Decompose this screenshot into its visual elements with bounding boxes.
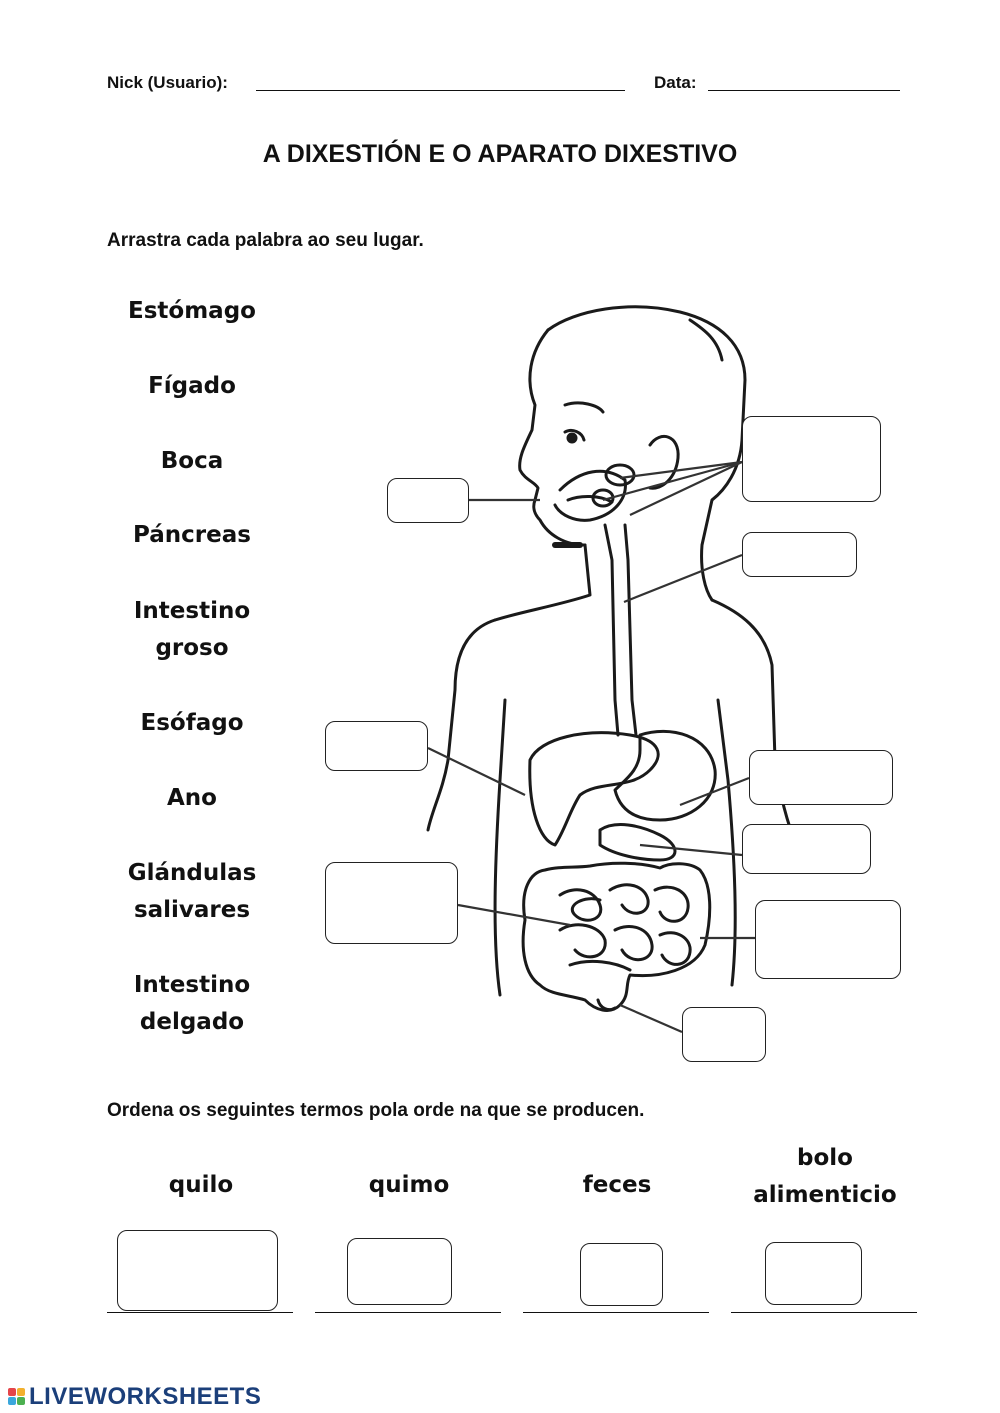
- pancreas: [598, 823, 677, 862]
- drop-box-pancreas[interactable]: [742, 824, 871, 874]
- drop-box-stomach[interactable]: [749, 750, 893, 805]
- leader-line-small-intestine: [457, 903, 571, 927]
- order-box-4[interactable]: [765, 1242, 862, 1305]
- leader-line-salivary-3: [629, 461, 743, 516]
- word-boca[interactable]: Boca: [160, 448, 224, 474]
- neck-front: [493, 543, 592, 622]
- anus: [596, 998, 617, 1012]
- word-esofago[interactable]: Esófago: [140, 710, 244, 736]
- right-torso: [716, 698, 737, 987]
- liveworksheets-logo[interactable]: LIVEWORKSHEETS: [8, 1383, 261, 1411]
- leader-line-liver: [427, 747, 526, 796]
- liveworksheets-logo-icon: [8, 1388, 26, 1406]
- leader-line-anus: [619, 1003, 683, 1034]
- leader-line-salivary-1: [619, 460, 743, 480]
- drop-box-esophagus[interactable]: [742, 532, 857, 577]
- word-ano[interactable]: Ano: [167, 785, 217, 811]
- leader-line-pancreas: [639, 843, 743, 857]
- term-quimo[interactable]: quimo: [368, 1172, 450, 1198]
- order-line-4: [731, 1312, 917, 1313]
- logo-text: LIVEWORKSHEETS: [29, 1383, 262, 1410]
- drop-box-large-intestine[interactable]: [755, 900, 901, 979]
- right-arm: [710, 598, 800, 852]
- nick-line: [256, 90, 625, 91]
- term-feces[interactable]: feces: [582, 1172, 652, 1198]
- drop-box-mouth[interactable]: [387, 478, 469, 523]
- face-profile: [518, 328, 587, 547]
- order-box-3[interactable]: [580, 1243, 663, 1306]
- ear: [648, 434, 680, 490]
- left-arm: [426, 618, 497, 832]
- word-figado[interactable]: Fígado: [148, 373, 236, 399]
- leader-line-esophagus: [623, 553, 743, 604]
- term-quilo[interactable]: quilo: [168, 1172, 234, 1198]
- large-intestine: [521, 861, 712, 1012]
- left-torso: [493, 698, 507, 997]
- order-box-2[interactable]: [347, 1238, 452, 1305]
- nick-label: Nick (Usuario):: [107, 73, 228, 92]
- order-line-2: [315, 1312, 501, 1313]
- head-outline: [546, 305, 747, 442]
- word-pancreas[interactable]: Páncreas: [133, 522, 251, 548]
- drop-box-anus[interactable]: [682, 1007, 766, 1062]
- page-title: A DIXESTIÓN E O APARATO DIXESTIVO: [262, 140, 738, 168]
- drop-box-small-intestine[interactable]: [325, 862, 458, 944]
- leader-line-salivary-2: [602, 460, 743, 502]
- date-label: Data:: [654, 73, 697, 92]
- order-box-1[interactable]: [117, 1230, 278, 1311]
- order-line-1: [107, 1312, 293, 1313]
- drop-box-salivary-glands[interactable]: [742, 416, 881, 502]
- esophagus: [603, 523, 620, 737]
- drop-box-liver[interactable]: [325, 721, 428, 771]
- word-estomago[interactable]: Estómago: [128, 298, 256, 324]
- instruction-drag: Arrastra cada palabra ao seu lugar.: [107, 230, 424, 251]
- digestive-system-diagram: [426, 305, 800, 1034]
- order-line-3: [523, 1312, 709, 1313]
- instruction-order: Ordena os seguintes termos pola orde na …: [107, 1100, 645, 1121]
- date-line: [708, 90, 900, 91]
- stomach: [613, 729, 717, 822]
- leader-line-stomach: [679, 776, 750, 807]
